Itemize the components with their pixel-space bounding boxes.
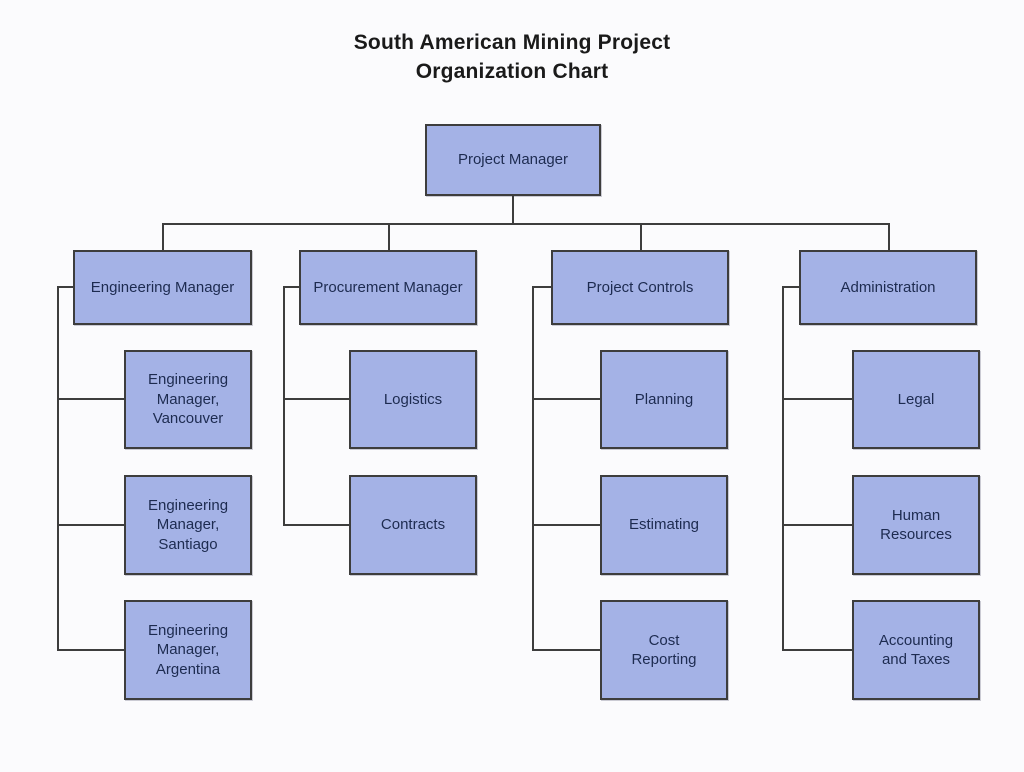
connector-drop-project-controls	[640, 223, 642, 250]
node-engineering-manager-santiago: Engineering Manager, Santiago	[124, 475, 252, 575]
node-label: Planning	[634, 390, 694, 408]
connector-vert-engineering	[57, 286, 59, 651]
node-planning: Planning	[600, 350, 728, 449]
node-label: Engineering Manager, Santiago	[147, 496, 229, 553]
node-legal: Legal	[852, 350, 980, 449]
node-logistics: Logistics	[349, 350, 477, 449]
node-estimating: Estimating	[600, 475, 728, 575]
connector-branch-contracts	[283, 524, 349, 526]
connector-branch-santiago	[57, 524, 124, 526]
node-project-controls: Project Controls	[551, 250, 729, 325]
connector-branch-argentina	[57, 649, 124, 651]
node-label: Logistics	[383, 390, 443, 408]
connector-vert-administration	[782, 286, 784, 651]
node-accounting-and-taxes: Accounting and Taxes	[852, 600, 980, 700]
node-administration: Administration	[799, 250, 977, 325]
connector-stub-procurement	[283, 286, 299, 288]
node-label: Engineering Manager, Vancouver	[147, 371, 229, 428]
node-label: Contracts	[380, 516, 446, 534]
node-label: Project Manager	[457, 151, 569, 169]
node-label: Legal	[897, 390, 935, 408]
node-engineering-manager-vancouver: Engineering Manager, Vancouver	[124, 350, 252, 449]
node-label: Estimating	[628, 516, 700, 534]
connector-stub-engineering	[57, 286, 73, 288]
node-label: Procurement Manager	[313, 278, 463, 296]
chart-title: South American Mining Project Organizati…	[353, 31, 671, 83]
connector-branch-planning	[532, 398, 600, 400]
connector-branch-human-resources	[782, 524, 852, 526]
connector-branch-logistics	[283, 398, 349, 400]
node-label: Administration	[840, 278, 936, 296]
node-contracts: Contracts	[349, 475, 477, 575]
connector-vert-procurement	[283, 286, 285, 526]
connector-stub-administration	[782, 286, 799, 288]
connector-drop-procurement	[388, 223, 390, 250]
node-human-resources: Human Resources	[852, 475, 980, 575]
connector-branch-cost-reporting	[532, 649, 600, 651]
connector-root-drop	[512, 196, 514, 225]
connector-branch-vancouver	[57, 398, 124, 400]
node-project-manager: Project Manager	[425, 124, 601, 196]
connector-stub-project-controls	[532, 286, 551, 288]
connector-branch-accounting	[782, 649, 852, 651]
connector-drop-administration	[888, 223, 890, 250]
connector-bus	[162, 223, 890, 225]
connector-branch-estimating	[532, 524, 600, 526]
node-label: Project Controls	[586, 278, 694, 296]
node-label: Engineering Manager	[90, 278, 235, 296]
node-label: Human Resources	[880, 506, 952, 544]
node-engineering-manager: Engineering Manager	[73, 250, 252, 325]
connector-branch-legal	[782, 398, 852, 400]
node-label: Engineering Manager, Argentina	[147, 621, 229, 678]
node-procurement-manager: Procurement Manager	[299, 250, 477, 325]
node-cost-reporting: Cost Reporting	[600, 600, 728, 700]
connector-vert-project-controls	[532, 286, 534, 651]
node-label: Cost Reporting	[631, 631, 697, 669]
connector-drop-engineering	[162, 223, 164, 250]
node-engineering-manager-argentina: Engineering Manager, Argentina	[124, 600, 252, 700]
node-label: Accounting and Taxes	[878, 631, 954, 669]
